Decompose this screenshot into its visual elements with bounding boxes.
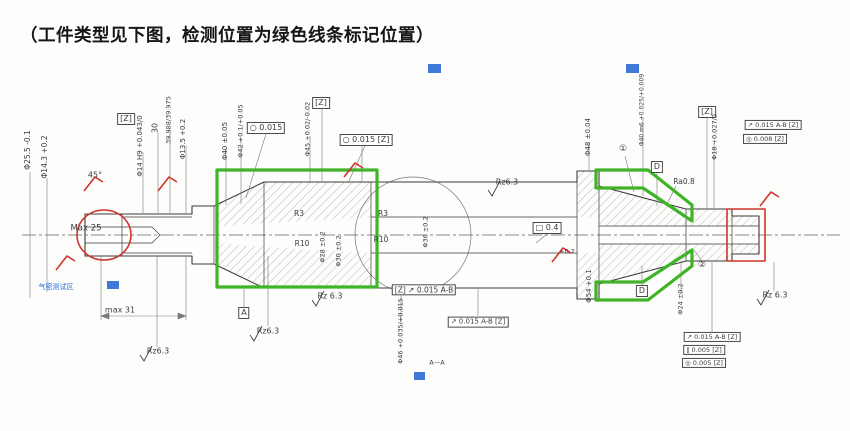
blue-tag xyxy=(107,281,119,289)
blue-tag xyxy=(414,372,425,380)
red-check-marker xyxy=(157,176,178,192)
caption-text: （工件类型见下图，检测位置为绿色线条标记位置） xyxy=(20,25,434,45)
inspection-zone-left xyxy=(215,168,379,289)
blue-tag xyxy=(626,64,639,73)
blue-tags xyxy=(107,64,639,380)
red-check-marker xyxy=(759,191,780,207)
blue-tag xyxy=(428,64,441,73)
inspection-zone-right-top xyxy=(594,168,694,223)
inspection-zone-right-bottom xyxy=(594,248,694,302)
red-check-marker xyxy=(343,162,364,178)
shaft-outline xyxy=(84,170,760,300)
red-markers xyxy=(55,162,780,271)
red-circle-marker xyxy=(76,209,132,261)
red-check-marker xyxy=(551,247,572,263)
red-check-marker xyxy=(55,255,76,271)
section-hatching xyxy=(215,171,759,299)
red-box-marker xyxy=(726,208,766,262)
inspection-highlight-green xyxy=(215,168,694,302)
red-check-marker xyxy=(83,176,104,192)
dimension-lines xyxy=(29,108,775,347)
